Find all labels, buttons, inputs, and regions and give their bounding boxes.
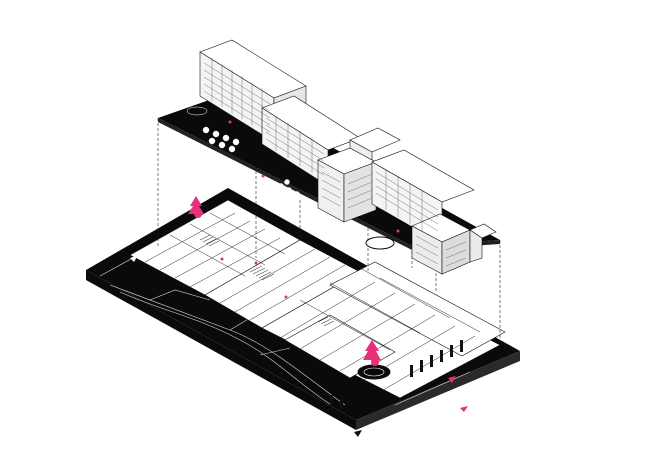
tree-icon <box>194 210 202 218</box>
north-arrow-icon <box>448 376 456 383</box>
round-plaza <box>357 364 391 380</box>
north-arrow-icon <box>460 406 468 412</box>
tree-icon <box>254 261 258 265</box>
tree-icon <box>363 340 381 360</box>
plan-trees <box>188 196 381 366</box>
north-arrow-icon <box>130 255 138 262</box>
tower-side <box>343 161 377 223</box>
tree-icon <box>284 295 288 299</box>
plan-south-annex <box>284 314 396 379</box>
roof-pavilion-side <box>349 139 373 161</box>
window-grids <box>203 58 467 267</box>
plan-north-block <box>329 261 506 357</box>
ground-floor-plate <box>86 188 520 437</box>
site-paths <box>99 253 471 406</box>
round-plaza-ring <box>363 367 385 377</box>
stairs <box>199 234 335 327</box>
upper-pink-marks <box>228 120 400 233</box>
upper-round-court <box>365 236 395 250</box>
plate-side-left <box>86 270 356 430</box>
markers <box>130 255 468 437</box>
planters <box>186 106 300 197</box>
tree-icon <box>371 358 379 366</box>
plate-side-right <box>356 351 520 430</box>
east-terrace-side <box>469 229 483 263</box>
interior-walls <box>144 212 481 393</box>
tree-icon <box>188 196 204 214</box>
tree-icon <box>220 257 224 261</box>
columns <box>330 340 463 408</box>
north-arrow-icon <box>354 430 362 437</box>
